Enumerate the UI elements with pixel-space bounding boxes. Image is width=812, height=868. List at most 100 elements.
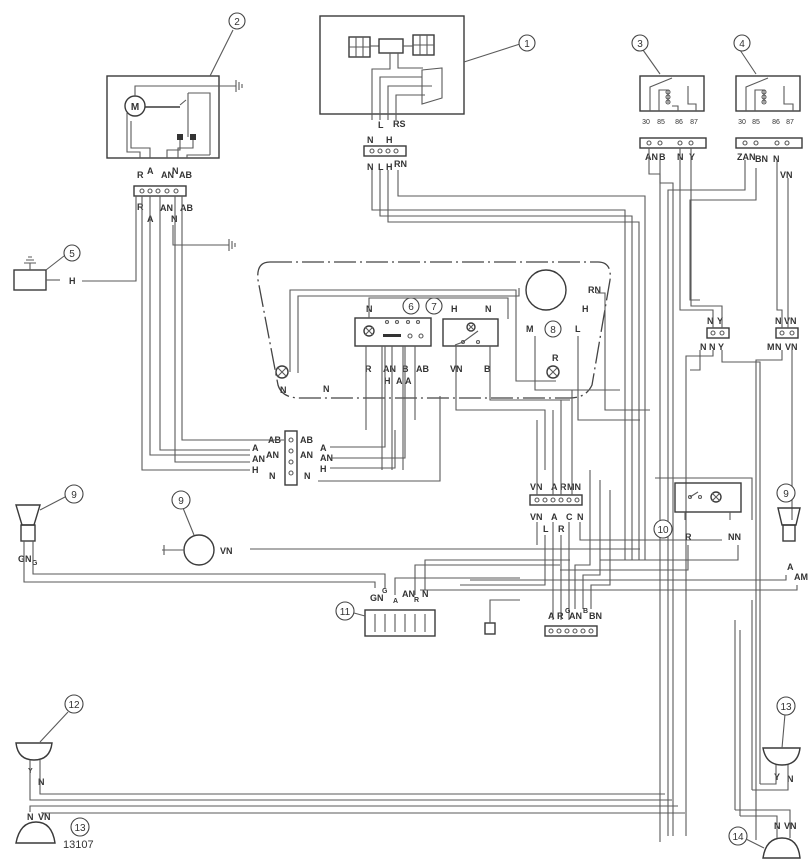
svg-text:L: L [378,120,384,130]
svg-text:AB: AB [180,203,193,213]
svg-text:A: A [405,376,412,386]
svg-text:AN: AN [161,170,174,180]
svg-text:5: 5 [69,249,75,260]
svg-text:N: N [709,342,716,352]
svg-text:MN: MN [567,482,581,492]
svg-text:M: M [767,342,775,352]
svg-text:R: R [560,482,567,492]
svg-text:87: 87 [786,119,794,126]
component-1-control-unit: 1 N L H RS N L H RN [319,15,536,172]
svg-text:AM: AM [794,572,808,582]
svg-text:N: N [422,589,429,599]
svg-text:H: H [451,304,458,314]
svg-text:A: A [548,611,555,621]
svg-text:VN: VN [784,316,797,326]
svg-text:M: M [526,324,534,334]
svg-text:9: 9 [178,496,184,507]
component-11-lamp-switch: 10 R NN [560,477,753,571]
svg-text:H: H [252,465,259,475]
svg-text:4: 4 [739,39,745,50]
svg-text:AN: AN [320,453,333,463]
connector-nvn: N VN M N VN [767,316,799,352]
component-2-wiper-motor: M 2 R A AN N AB R A AN N AB [106,12,246,251]
svg-text:C: C [566,512,573,522]
svg-text:B: B [484,364,491,374]
svg-text:Y: Y [717,316,723,326]
svg-text:A: A [320,443,327,453]
svg-text:VN: VN [38,812,51,822]
svg-text:VN: VN [220,546,233,556]
svg-text:AN: AN [645,152,658,162]
svg-text:86: 86 [772,119,780,126]
svg-text:H: H [320,464,327,474]
svg-text:30: 30 [642,119,650,126]
svg-text:9: 9 [783,489,789,500]
svg-text:N: N [269,471,276,481]
svg-text:87: 87 [690,119,698,126]
svg-text:GN: GN [370,593,384,603]
svg-text:N: N [367,162,374,172]
svg-text:R: R [552,353,559,363]
svg-text:85: 85 [752,119,760,126]
svg-text:R: R [557,611,564,621]
component-14-lamp-left: 13 N VN 13107 [15,805,685,851]
svg-text:ZAN: ZAN [737,152,756,162]
svg-text:L: L [543,524,549,534]
svg-text:R: R [137,202,144,212]
component-14-lamp-right: 14 N VN [728,600,801,859]
component-13-headlamp-left: 12 Y N [15,694,672,801]
svg-text:Y: Y [689,152,695,162]
svg-text:H: H [386,162,393,172]
svg-text:13: 13 [780,702,792,713]
svg-text:12: 12 [68,700,80,711]
svg-text:13107: 13107 [63,839,94,851]
svg-text:B: B [659,152,666,162]
svg-text:H: H [69,276,76,286]
svg-text:N: N [38,777,45,787]
svg-text:N: N [775,316,782,326]
connector-center: VN A R MN VN L A R C N [460,390,722,620]
component-12-fuse-block: 11 GN G A AN R N [335,559,570,637]
svg-text:A: A [393,598,398,605]
svg-text:AB: AB [300,435,313,445]
svg-text:AN: AN [252,454,265,464]
svg-text:N: N [172,166,179,176]
svg-text:M: M [131,102,139,113]
svg-text:AN: AN [383,364,396,374]
svg-text:RN: RN [588,285,601,295]
svg-text:A: A [551,482,558,492]
svg-text:N: N [700,342,707,352]
svg-text:AN: AN [402,589,415,599]
svg-text:2: 2 [234,17,240,28]
svg-text:N: N [367,135,374,145]
svg-text:6: 6 [408,302,414,313]
svg-text:R: R [685,532,692,542]
svg-text:A: A [787,562,794,572]
svg-text:RS: RS [393,119,406,129]
svg-text:A: A [551,512,558,522]
svg-text:L: L [575,324,581,334]
svg-text:VN: VN [780,170,793,180]
svg-text:8: 8 [550,325,556,336]
svg-text:N: N [304,471,311,481]
component-13-headlamp-right: 13 Y N [752,696,801,791]
svg-text:13: 13 [74,823,86,834]
upper-wiring [371,148,793,842]
svg-text:N: N [707,316,714,326]
component-9-horn-left: 89 GN G [15,484,386,588]
svg-text:AB: AB [416,364,429,374]
svg-text:BN: BN [589,611,602,621]
svg-text:RN: RN [394,159,407,169]
svg-text:B: B [583,608,588,615]
svg-text:AB: AB [179,170,192,180]
connector-bottom-right: A R G AN B BN [484,470,611,637]
svg-text:86: 86 [675,119,683,126]
svg-text:A: A [252,443,259,453]
svg-text:3: 3 [637,39,643,50]
svg-text:N: N [171,214,178,224]
svg-text:AN: AN [160,203,173,213]
svg-text:N: N [280,385,287,395]
svg-text:VN: VN [785,342,798,352]
